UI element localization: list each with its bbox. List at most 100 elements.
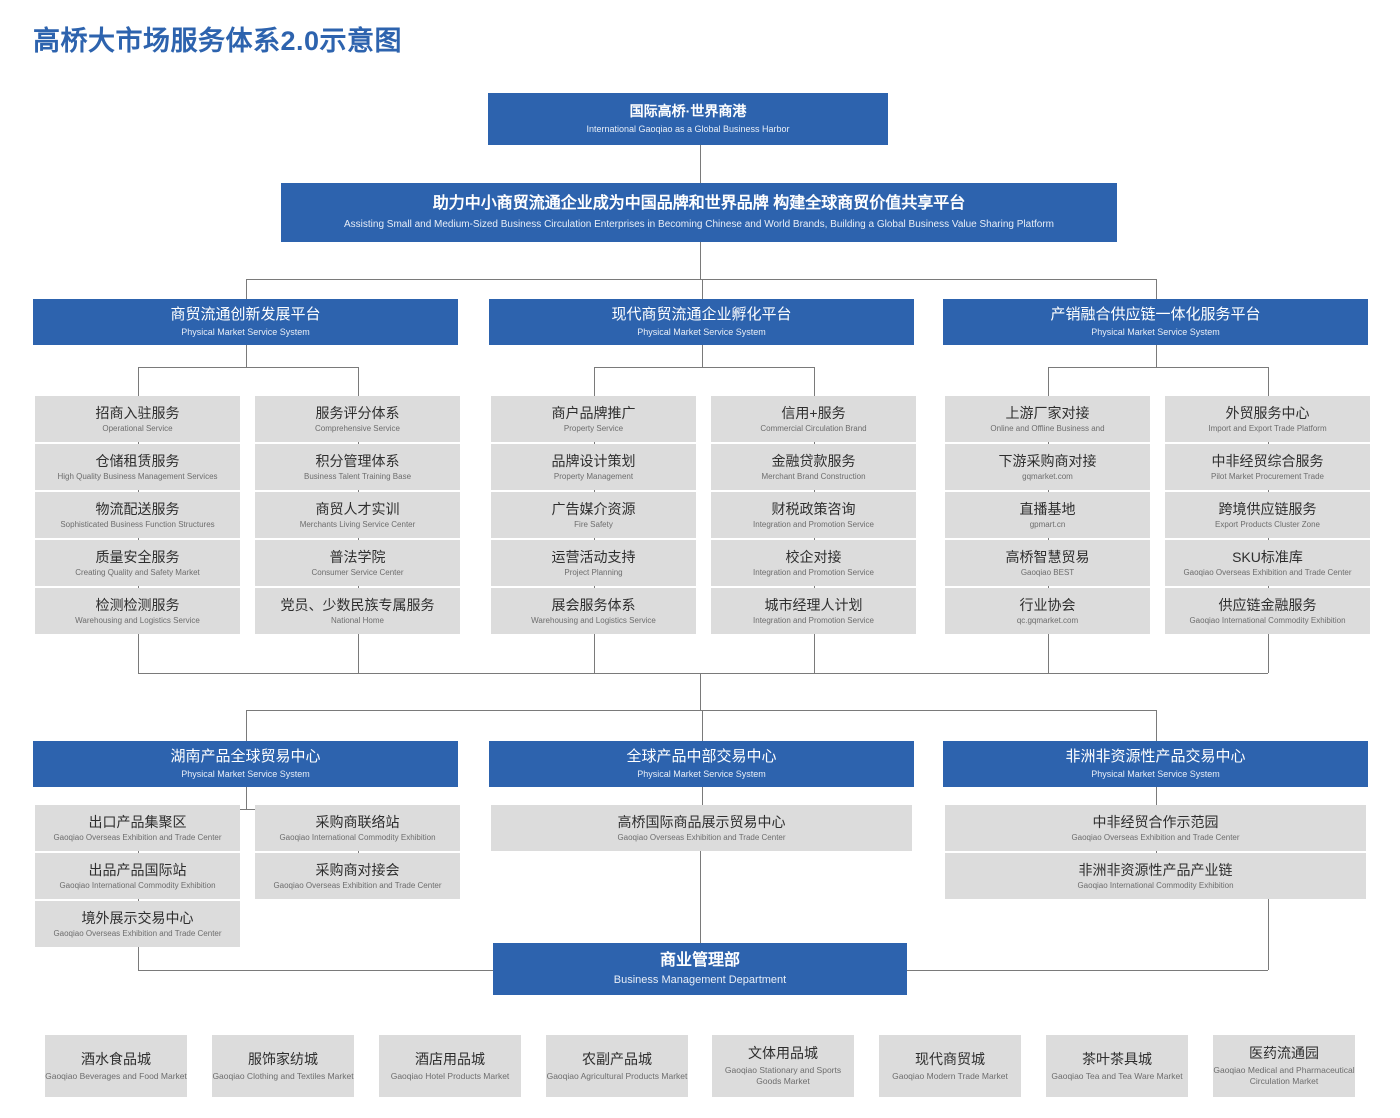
connector-vertical [1155, 851, 1157, 853]
node-label-cn: 城市经理人计划 [764, 596, 863, 613]
connector-vertical [813, 634, 815, 673]
node-label-en: Comprehensive Service [315, 423, 400, 433]
connector-vertical [1267, 538, 1269, 540]
connector-vertical [357, 367, 359, 396]
connector-vertical [1047, 490, 1049, 492]
connector-vertical [813, 538, 815, 540]
node-label-en: Fire Safety [574, 519, 613, 529]
node-label-en: Integration and Promotion Service [753, 615, 874, 625]
connector-vertical [593, 490, 595, 492]
node-label-cn: 跨境供应链服务 [1218, 500, 1317, 517]
node-label-cn: 信用+服务 [781, 404, 846, 421]
node-label-en: gpmart.cn [1029, 519, 1066, 529]
node-label-en: Project Planning [564, 567, 623, 577]
node-label-en: Gaoqiao Hotel Products Market [390, 1070, 510, 1081]
page-title: 高桥大市场服务体系2.0示意图 [33, 26, 403, 56]
connector-vertical [245, 787, 247, 809]
node-label-en: High Quality Business Management Service… [57, 471, 218, 481]
node-label-cn: 运营活动支持 [551, 548, 636, 565]
node-label-en: Pilot Market Procurement Trade [1211, 471, 1324, 481]
node-label-cn: 酒水食品城 [81, 1050, 151, 1067]
node-label-en: Gaoqiao Overseas Exhibition and Trade Ce… [53, 832, 222, 842]
node-label-cn: 全球产品中部交易中心 [626, 748, 777, 766]
service-item[interactable]: 信用+服务 Commercial Circulation Brand [711, 396, 916, 442]
service-item[interactable]: 运营活动支持 Project Planning [491, 540, 696, 586]
node-label-cn: 非洲非资源性产品交易中心 [1065, 748, 1246, 766]
node-label-en: National Home [331, 615, 384, 625]
node-label-cn: 展会服务体系 [551, 596, 636, 613]
service-item[interactable]: 城市经理人计划 Integration and Promotion Service [711, 588, 916, 634]
connector-vertical [245, 710, 247, 741]
connector-vertical [137, 367, 139, 396]
node-label-en: Gaoqiao Overseas Exhibition and Trade Ce… [617, 832, 786, 842]
node-label-cn: 上游厂家对接 [1005, 404, 1090, 421]
connector-vertical [357, 442, 359, 444]
node-label-cn: 商业管理部 [659, 952, 740, 970]
connector-vertical [813, 367, 815, 396]
node-label-cn: 供应链金融服务 [1218, 596, 1317, 613]
connector-vertical [1155, 279, 1157, 299]
node-label-en: Commercial Circulation Brand [760, 423, 867, 433]
node-label-cn: 高桥国际商品展示贸易中心 [617, 813, 786, 830]
trade-center-item[interactable]: 高桥国际商品展示贸易中心 Gaoqiao Overseas Exhibition … [491, 805, 912, 851]
node-label-en: Gaoqiao Overseas Exhibition and Trade Ce… [53, 928, 222, 938]
node-label-en: Gaoqiao Agricultural Products Market [546, 1070, 688, 1081]
connector-vertical [813, 586, 815, 588]
connector-vertical [1267, 490, 1269, 492]
market-item[interactable]: 农副产品城 Gaoqiao Agricultural Products Marke… [546, 1035, 688, 1097]
node-label-cn: 现代商贸流通企业孵化平台 [611, 306, 792, 324]
node-label-cn: 农副产品城 [582, 1050, 652, 1067]
connector-vertical [700, 851, 701, 943]
